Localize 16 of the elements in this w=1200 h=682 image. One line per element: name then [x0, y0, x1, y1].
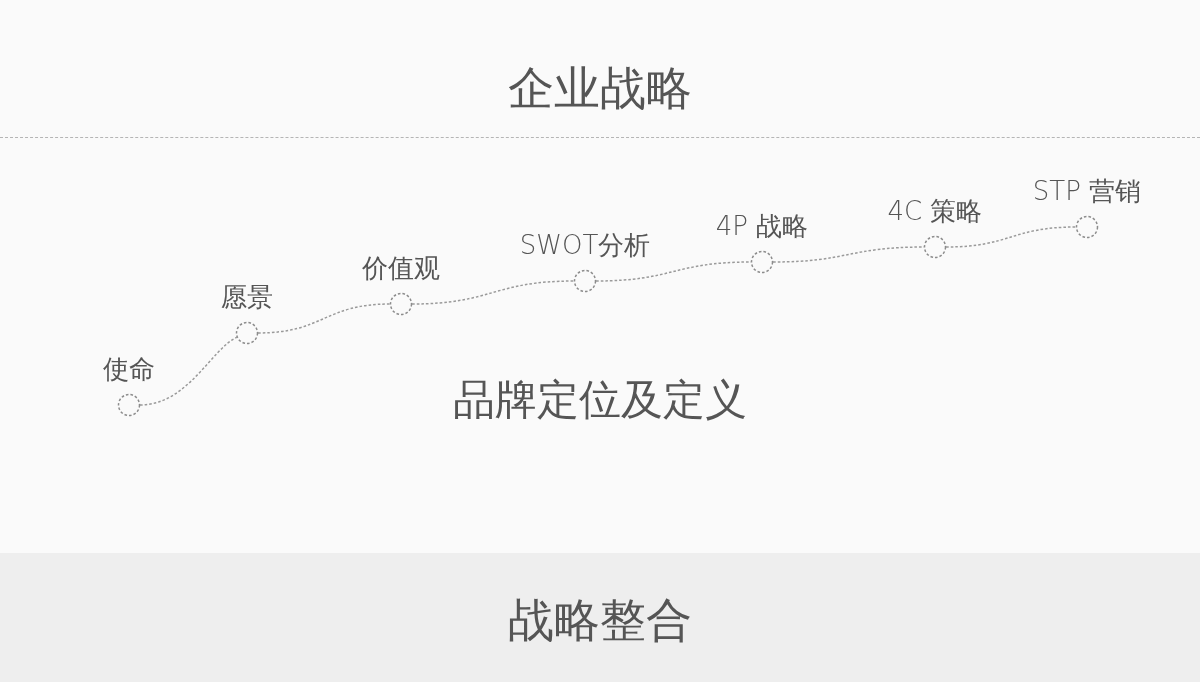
dotted-connector [257, 303, 391, 334]
milestone-label: 4C 策略 [887, 195, 983, 227]
dotted-connector [411, 280, 575, 305]
band-title: 品牌定位及定义 [453, 375, 747, 425]
dotted-connector [595, 261, 752, 282]
milestone-label: SWOT分析 [519, 229, 651, 261]
dotted-connector [945, 226, 1077, 248]
milestone-label: 价值观 [362, 252, 440, 284]
milestone-label: 愿景 [221, 281, 273, 313]
band-title: 战略整合 [508, 592, 692, 648]
band-title: 企业战略 [508, 60, 692, 116]
dotted-connector [139, 336, 238, 406]
milestone-label: 4P 战略 [715, 210, 809, 242]
milestone-label: 使命 [103, 353, 155, 385]
dotted-connector [772, 246, 925, 263]
milestone-label: STP 营销 [1032, 175, 1142, 207]
